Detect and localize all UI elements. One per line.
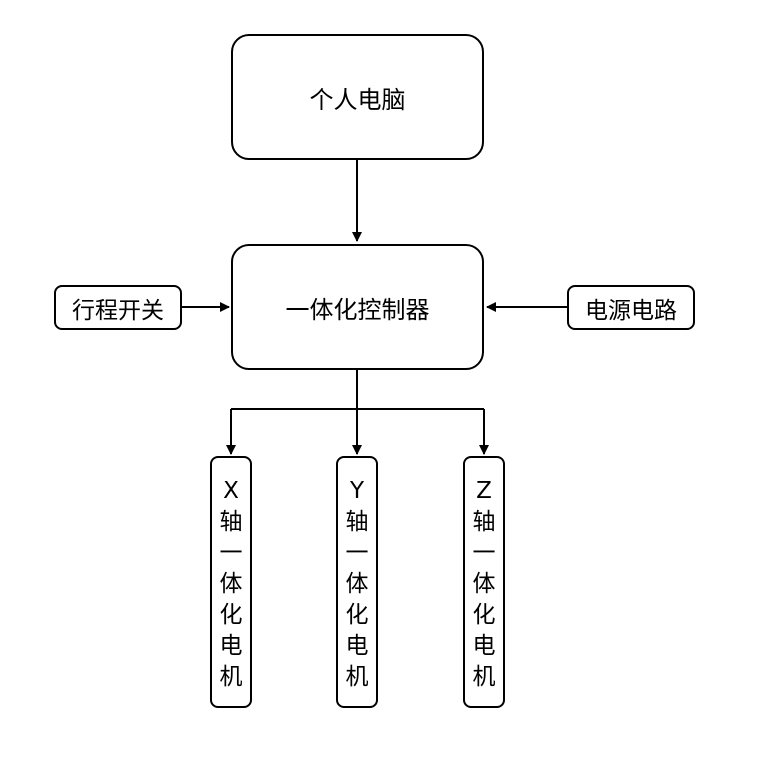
node-power-circuit-label: 电源电路 [585,297,677,324]
node-motor-y-label: Y 轴 一 体 化 电 机 [345,478,369,690]
node-motor-z-label: Z 轴 一 体 化 电 机 [472,478,496,690]
node-controller: 一体化控制器 [231,244,484,370]
node-power-circuit: 电源电路 [567,285,695,330]
node-pc: 个人电脑 [231,34,484,160]
node-limit-switch: 行程开关 [54,285,182,330]
node-motor-z: Z 轴 一 体 化 电 机 [463,456,505,708]
node-motor-y: Y 轴 一 体 化 电 机 [336,456,378,708]
node-pc-label: 个人电脑 [309,85,406,114]
node-limit-switch-label: 行程开关 [72,297,164,324]
node-controller-label: 一体化控制器 [285,295,430,324]
node-motor-x-label: X 轴 一 体 化 电 机 [219,478,243,690]
node-motor-x: X 轴 一 体 化 电 机 [210,456,252,708]
